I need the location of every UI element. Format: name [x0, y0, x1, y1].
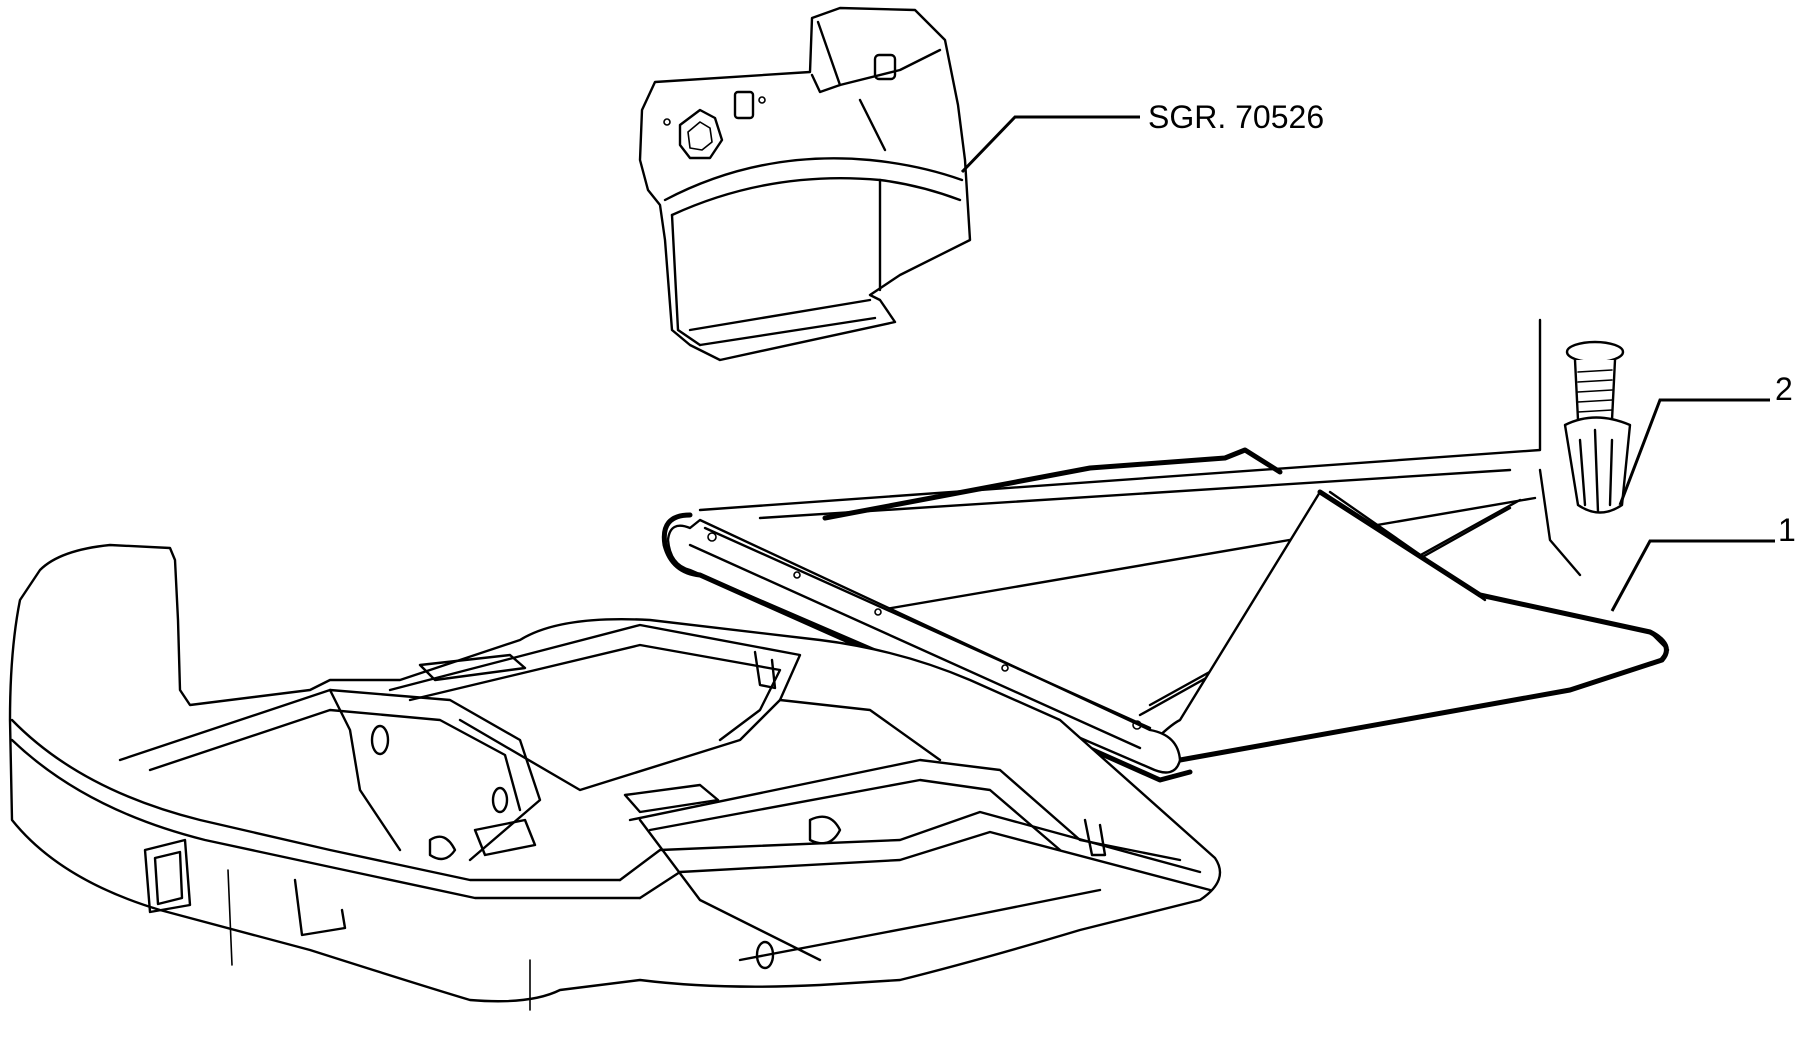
boot-floor-tray: [8, 543, 1222, 1011]
push-rivet-clip: [1563, 340, 1632, 514]
callout-part-1: 1: [1778, 512, 1796, 548]
side-panel-bracket: [638, 6, 972, 362]
callout-part-2: 2: [1775, 371, 1793, 407]
luggage-cover-panel: [661, 318, 1670, 783]
callout-leaders: [960, 115, 1775, 612]
callout-ref-label: SGR. 70526: [1148, 99, 1324, 135]
